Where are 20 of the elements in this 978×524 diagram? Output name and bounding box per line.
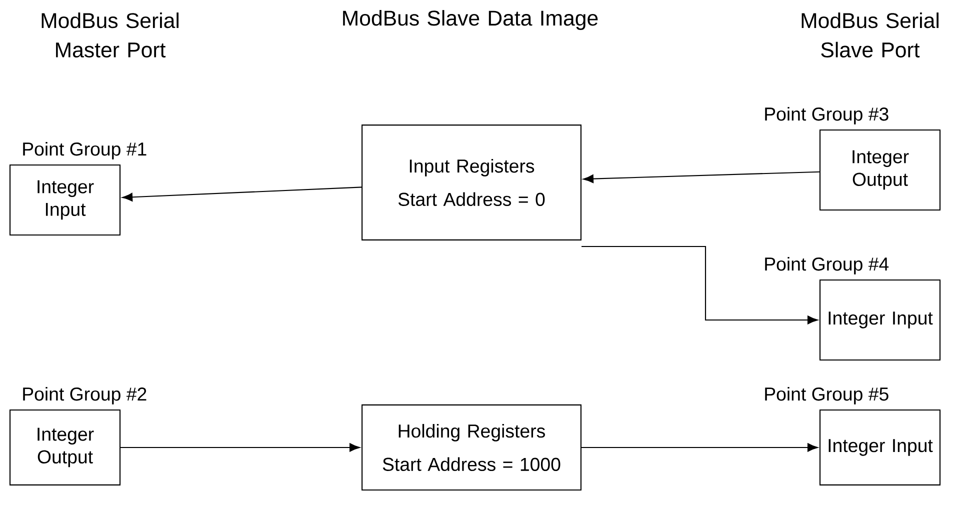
point-box: Integer Input: [819, 410, 941, 486]
group-label: Point Group #5: [765, 387, 888, 404]
point-box: Integer Output: [9, 410, 121, 486]
arrow: [583, 171, 820, 184]
arrow: [120, 443, 360, 452]
group-label: Point Group #4: [765, 257, 889, 274]
group-label: Point Group #1: [23, 142, 146, 160]
point-box: Integer Output: [819, 129, 941, 211]
point-box: Integer Input: [9, 164, 121, 236]
column-heading: ModBus Serial Slave Port: [802, 12, 938, 58]
column-heading: ModBus Slave Data Image: [343, 10, 598, 30]
arrow: [582, 246, 818, 324]
group-label: Point Group #2: [23, 387, 146, 404]
register-box: Holding Registers Start Address = 1000: [362, 404, 582, 491]
column-heading: ModBus Serial Master Port: [42, 12, 178, 58]
register-box: Input Registers Start Address = 0: [362, 124, 582, 240]
point-box: Integer Input: [819, 279, 941, 361]
group-label: Point Group #3: [765, 107, 888, 124]
arrow: [582, 443, 818, 452]
arrow: [122, 186, 362, 202]
